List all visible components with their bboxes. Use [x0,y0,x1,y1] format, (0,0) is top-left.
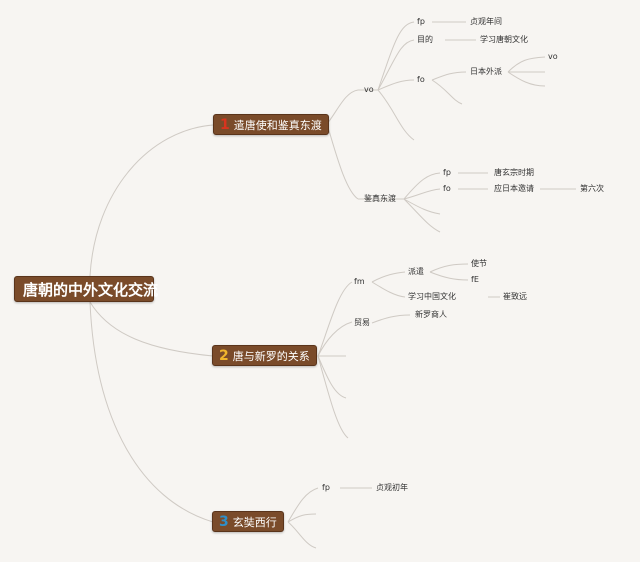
subtopic-jz-fo[interactable]: fo [443,184,451,193]
connector-root-branch3 [89,301,214,523]
subtopic-jianzhen[interactable]: 鉴真东渡 [364,194,396,203]
subtopic-paiqian[interactable]: 派遣 [408,267,424,276]
root-topic[interactable]: 唐朝的中外文化交流 [14,276,158,302]
number-badge-1: 1 [220,117,230,133]
number-badge-2: 2 [219,348,229,364]
subtopic-fe[interactable]: fE [471,275,479,284]
subtopic-jz-fp-value[interactable]: 唐玄宗时期 [494,168,534,177]
subtopic-jz-fo-sub[interactable]: 第六次 [580,184,604,193]
subtopic-goal[interactable]: 目的 [417,35,433,44]
number-badge-3: 3 [219,514,229,530]
topic-label: 玄奘西行 [232,516,277,529]
connector-root-branch2 [89,301,214,357]
subtopic-jz-fo-value[interactable]: 应日本邀请 [494,184,534,193]
connector-b2-fm [317,281,353,357]
subtopic-study[interactable]: 学习中国文化 [408,292,456,301]
subtopic-b3-fp[interactable]: fp [322,483,330,492]
connector-b1-jianzhen [326,123,359,200]
subtopic-jz-fp[interactable]: fp [443,168,451,177]
subtopic-goal-value[interactable]: 学习唐朝文化 [480,35,528,44]
topic-label: 遣唐使和鉴真东渡 [233,119,322,132]
topic-label: 唐与新罗的关系 [232,350,310,363]
subtopic-b3-fp-value[interactable]: 贞观初年 [376,483,408,492]
subtopic-fo-sub[interactable]: vo [548,52,558,61]
subtopic-fp-value[interactable]: 贞观年间 [470,17,502,26]
subtopic-trade-value[interactable]: 新罗商人 [415,310,447,319]
subtopic-vo[interactable]: vo [364,85,374,94]
subtopic-fo-value[interactable]: 日本外派 [470,67,502,76]
connector-root-branch1 [89,124,214,277]
subtopic-envoy[interactable]: 使节 [471,259,487,268]
connector-b2-trade [317,321,353,357]
subtopic-study-value[interactable]: 崔致远 [503,292,527,301]
subtopic-fm[interactable]: fm [354,277,365,286]
connector-b1-vo [326,89,359,125]
subtopic-fo[interactable]: fo [417,75,425,84]
subtopic-trade[interactable]: 贸易 [354,318,370,327]
subtopic-fp[interactable]: fp [417,17,425,26]
